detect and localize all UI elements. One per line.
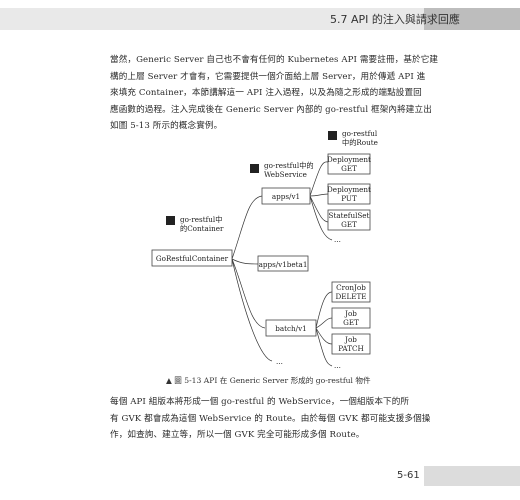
outro-paragraph: 每個 API 組版本將形成一個 go-restful 的 WebService，… <box>110 394 460 444</box>
intro-line: 當然，Generic Server 自己也不會有任何的 Kubernetes A… <box>110 55 439 65</box>
figure-caption: ▲ 圖 5-13 API 在 Generic Server 形成的 go-res… <box>166 376 371 385</box>
route-node-job-patch <box>331 333 371 355</box>
webservice-node-apps-v1 <box>261 187 311 205</box>
callout-marker-icon <box>250 164 259 173</box>
callout-marker-icon <box>166 216 175 225</box>
route-resource: Deployment <box>327 185 371 194</box>
header-bar <box>0 8 520 30</box>
header-bar-background <box>0 8 520 30</box>
route-resource: StatefulSet <box>329 211 370 220</box>
webservice-ellipsis: ... <box>276 357 283 366</box>
route-resource: Job <box>344 335 357 344</box>
outro-line: 有 GVK 都會成為這個 WebService 的 Route。由於每個 GVK… <box>110 413 431 424</box>
edge-appsv1-route <box>309 193 329 197</box>
callout-webservice-line2: WebService <box>264 170 307 179</box>
route-node-deployment-get <box>327 153 371 175</box>
route-resource: CronJob <box>336 283 366 292</box>
route-ellipsis: ... <box>334 235 341 244</box>
callout-marker-icon <box>328 131 337 140</box>
route-resource: Deployment <box>327 155 371 164</box>
edge-root-appsv1beta1 <box>231 258 261 265</box>
edge-batchv1-route <box>315 327 333 367</box>
route-verb: PATCH <box>338 344 364 353</box>
route-verb: GET <box>343 318 359 327</box>
edge-batchv1-route <box>315 317 333 329</box>
intro-line: 構的上層 Server 才會有，它需要提供一個介面給上層 Server，用於傳遞… <box>110 71 426 82</box>
edge-root-batchv1 <box>231 258 266 329</box>
edge-root-appsv1 <box>231 195 263 260</box>
intro-paragraph: 當然，Generic Server 自己也不會有任何的 Kubernetes A… <box>110 52 460 135</box>
header-bar-accent <box>424 8 520 30</box>
root-container-node <box>151 249 233 267</box>
outro-line: 作，如查詢、建立等，所以一個 GVK 完全可能形成多個 Route。 <box>110 430 365 440</box>
webservice-label: apps/v1 <box>272 192 300 201</box>
route-node-deployment-put <box>327 183 371 205</box>
webservice-label: apps/v1beta1 <box>259 260 308 269</box>
outro-line: 每個 API 組版本將形成一個 go-restful 的 WebService，… <box>110 397 410 407</box>
route-node-job-get <box>331 307 371 329</box>
route-resource: Job <box>344 309 357 318</box>
callout-webservice: go-restful中的 WebService <box>250 161 314 179</box>
edge-batchv1-route <box>315 291 333 329</box>
edge-appsv1-route <box>309 195 329 223</box>
go-restful-object-diagram: go-restful 中的Route go-restful中的 WebServi… <box>151 129 378 370</box>
edge-appsv1-route <box>309 161 329 197</box>
edge-appsv1-route <box>309 195 333 241</box>
route-verb: PUT <box>341 194 357 203</box>
callout-container: go-restful中 的Container <box>166 215 224 233</box>
root-container-label: GoRestfulContainer <box>156 254 229 263</box>
route-verb: GET <box>341 164 357 173</box>
intro-line: 如圖 5-13 所示的概念實例。 <box>110 121 223 131</box>
route-verb: GET <box>341 220 357 229</box>
chapter-section-title: 5.7 API 的注入與請求回應 <box>330 13 460 26</box>
page-number: 5-61 <box>397 470 420 481</box>
route-node-cronjob-delete <box>331 281 371 303</box>
footer-bar <box>424 466 520 486</box>
edge-root-ellipsis <box>231 258 273 362</box>
webservice-label: batch/v1 <box>275 324 306 333</box>
route-node-statefulset-get <box>327 209 371 231</box>
edge-batchv1-route <box>315 327 333 345</box>
intro-line: 來填充 Container，本節講解這一 API 注入過程，以及為隨之形成的端點… <box>110 88 422 98</box>
callout-container-line1: go-restful中 <box>180 215 222 224</box>
callout-route: go-restful 中的Route <box>328 129 378 147</box>
route-ellipsis: ... <box>334 361 341 370</box>
callout-route-line2: 中的Route <box>342 138 378 147</box>
callout-webservice-line1: go-restful中的 <box>264 161 314 170</box>
page-header: 5.7 API 的注入與請求回應 <box>0 0 520 36</box>
webservice-node-batch-v1 <box>265 319 317 337</box>
intro-line: 應函數的過程。注入完成後在 Generic Server 內部的 go-rest… <box>110 104 432 115</box>
webservice-node-apps-v1beta1 <box>257 255 309 272</box>
callout-container-line2: 的Container <box>180 224 224 233</box>
route-verb: DELETE <box>335 292 366 301</box>
callout-route-line1: go-restful <box>342 129 378 138</box>
